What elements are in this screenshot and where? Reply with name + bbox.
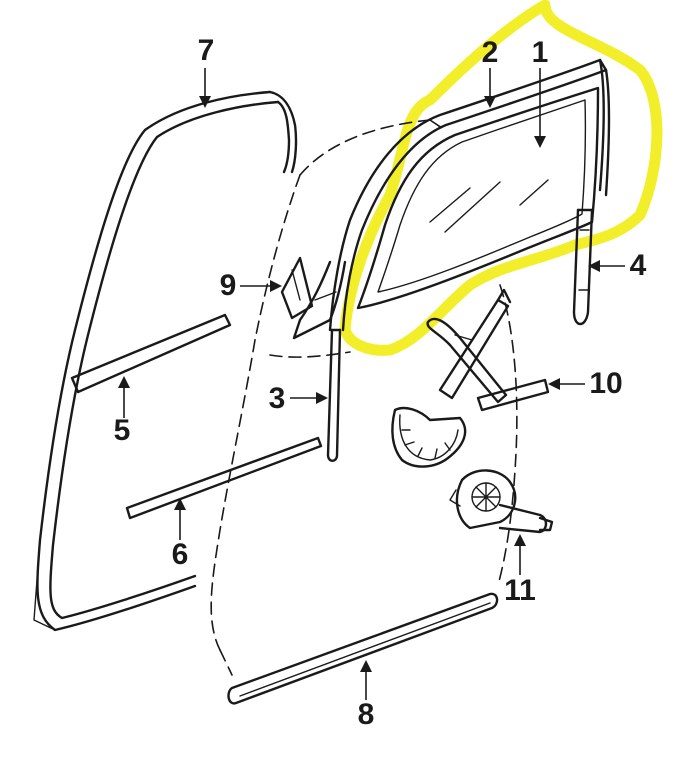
callout-7: 7 xyxy=(198,34,215,67)
callout-8: 8 xyxy=(358,698,375,731)
rear-guide-rail xyxy=(572,208,594,326)
leader-lines xyxy=(118,68,625,700)
callout-9: 9 xyxy=(220,269,237,302)
door-weatherstrip xyxy=(33,90,298,632)
door-shell-outline xyxy=(210,119,518,676)
window-run-channel xyxy=(328,58,611,332)
window-regulator xyxy=(391,288,550,468)
callout-10: 10 xyxy=(589,367,622,400)
callout-3: 3 xyxy=(269,382,286,415)
side-molding xyxy=(125,436,323,520)
callout-11: 11 xyxy=(504,574,536,607)
highlight-outline xyxy=(339,0,663,356)
corner-bracket xyxy=(280,256,347,340)
regulator-motor xyxy=(449,469,554,534)
callout-4: 4 xyxy=(630,249,647,282)
callout-labels: 7 2 1 4 9 3 10 5 6 11 8 xyxy=(114,34,647,731)
callout-1: 1 xyxy=(532,36,549,69)
front-guide-rail xyxy=(326,328,342,462)
sill-molding xyxy=(227,592,499,705)
callout-5: 5 xyxy=(114,414,131,447)
callout-2: 2 xyxy=(482,36,499,69)
callout-6: 6 xyxy=(172,538,189,571)
belt-molding xyxy=(70,313,232,394)
